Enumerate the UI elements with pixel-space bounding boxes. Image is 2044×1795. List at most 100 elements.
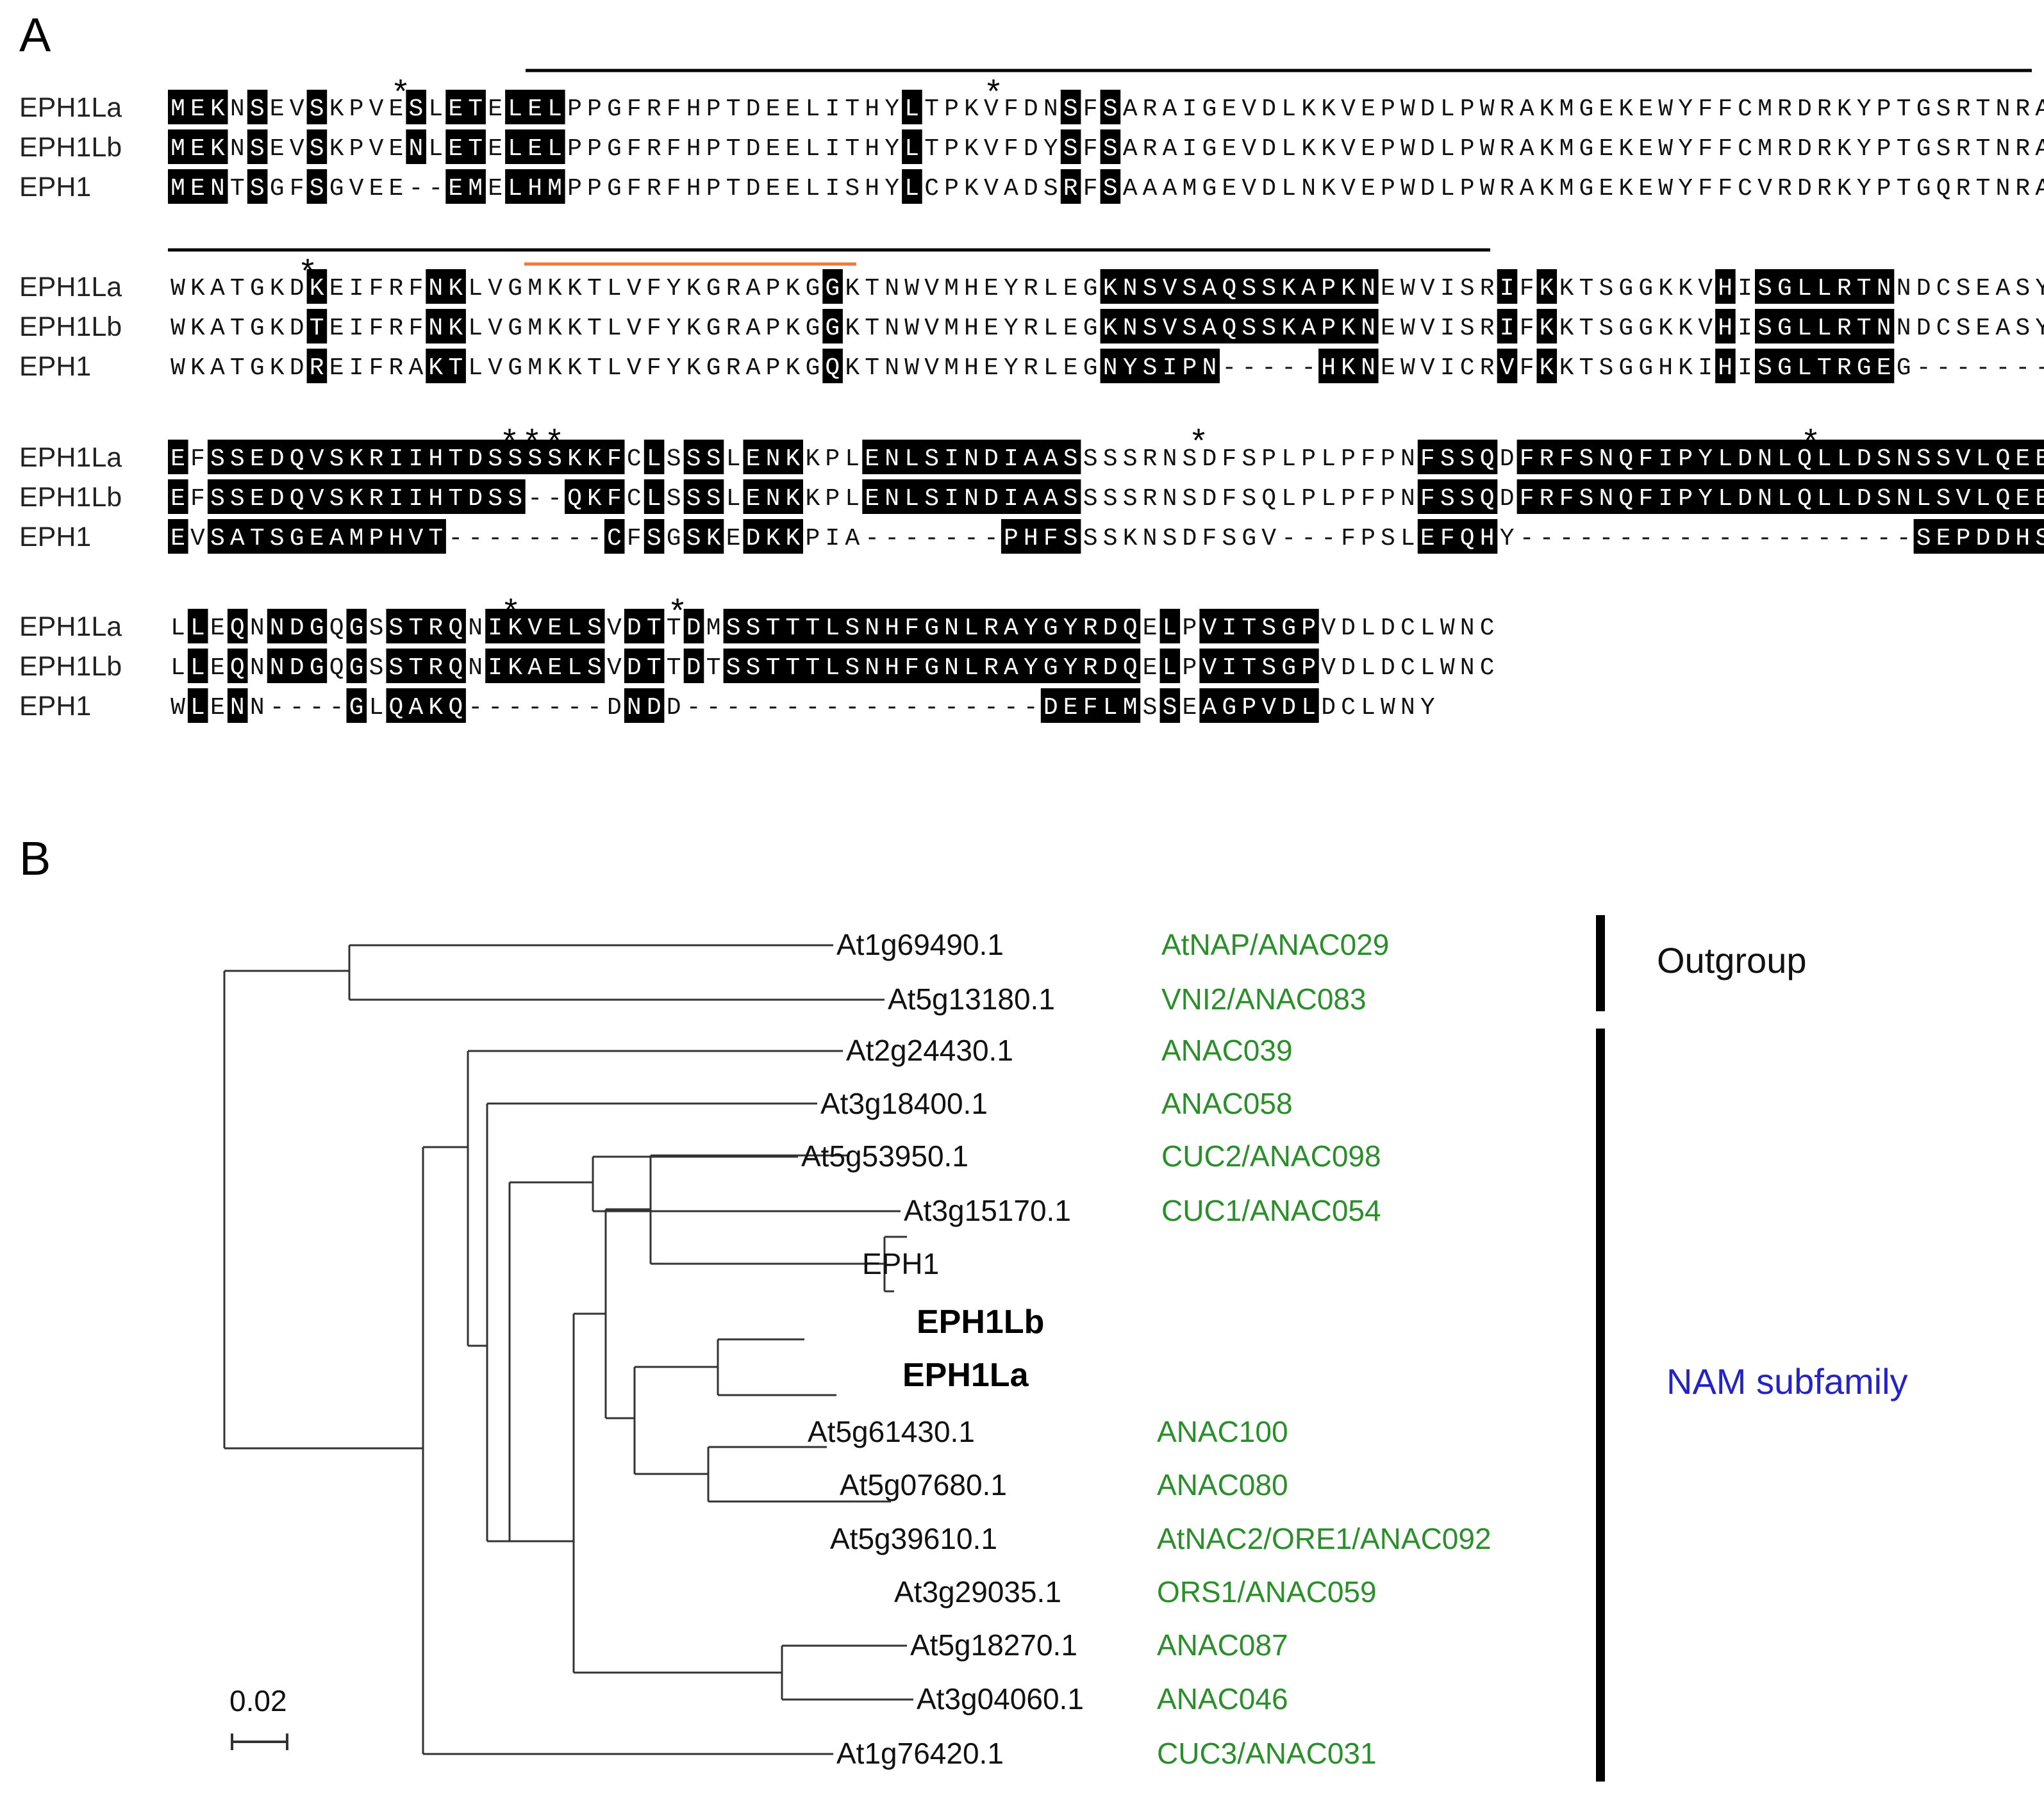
conserved-cell — [306, 479, 328, 514]
residue: Y — [1063, 615, 1078, 642]
residue: D — [270, 485, 285, 513]
residue: L — [190, 694, 205, 722]
residue: R — [1500, 175, 1515, 203]
residue: - — [567, 694, 582, 722]
residue: E — [329, 315, 344, 342]
residue: I — [1004, 485, 1018, 513]
residue: G — [1916, 175, 1931, 203]
residue: Y — [1004, 315, 1018, 342]
residue: D — [468, 485, 483, 513]
residue: E — [369, 175, 384, 203]
residue: Q — [448, 615, 463, 642]
residue: H — [964, 275, 979, 302]
residue: R — [1024, 275, 1038, 302]
residue: H — [2015, 525, 2030, 552]
conserved-cell — [306, 609, 328, 643]
residue: G — [508, 275, 522, 302]
residue: V — [369, 95, 384, 123]
residue: K — [1123, 525, 1138, 552]
residue: L — [1797, 354, 1812, 382]
residue: L — [726, 485, 741, 513]
residue: E — [785, 175, 800, 203]
residue: E — [1381, 275, 1395, 302]
residue: L — [1103, 694, 1118, 722]
residue: G — [329, 175, 344, 203]
residue: G — [607, 175, 622, 203]
residue: R — [726, 354, 741, 382]
residue: N — [865, 615, 879, 642]
residue: D — [290, 354, 304, 382]
residue: E — [984, 275, 999, 302]
residue: Y — [1698, 485, 1713, 513]
residue: K — [805, 445, 820, 473]
residue: K — [587, 485, 602, 513]
residue: N — [766, 445, 781, 473]
residue: K — [310, 275, 324, 302]
conserved-cell — [406, 440, 426, 474]
residue: K — [1559, 315, 1574, 342]
conserved-cell — [1358, 269, 1379, 304]
residue: S — [310, 135, 324, 163]
residue: D — [984, 445, 999, 473]
residue: D — [667, 694, 681, 722]
residue: L — [805, 135, 820, 163]
conserved-cell — [842, 649, 863, 683]
residue: P — [1361, 525, 1375, 552]
residue: T — [766, 654, 781, 682]
conserved-cell — [187, 649, 208, 683]
residue: M — [528, 354, 542, 382]
residue: T — [408, 615, 423, 642]
conserved-cell — [465, 479, 486, 514]
residue: - — [1281, 525, 1296, 552]
residue: K — [567, 275, 582, 302]
residue: T — [230, 275, 245, 302]
residue: L — [170, 654, 185, 682]
residue: P — [587, 175, 602, 203]
conserved-cell — [1874, 309, 1895, 343]
conserved-cell — [426, 609, 446, 643]
residue: F — [627, 135, 642, 163]
residue: A — [408, 694, 423, 722]
conserved-cell — [1536, 309, 1558, 343]
residue: Q — [329, 654, 344, 682]
residue: M — [170, 95, 185, 123]
residue: M — [944, 354, 959, 382]
residue: - — [885, 525, 899, 552]
conserved-cell — [465, 169, 486, 204]
conserved-cell — [1715, 440, 1736, 474]
conserved-cell — [565, 609, 585, 643]
residue: T — [845, 95, 860, 123]
residue: S — [1083, 525, 1098, 552]
conserved-cell — [584, 649, 605, 683]
residue: D — [627, 654, 642, 682]
residue: H — [428, 445, 443, 473]
residue: P — [1182, 654, 1197, 682]
tree-leaves: At1g69490.1 At5g13180.1 At2g24430.1 At3g… — [801, 928, 1084, 1770]
conserved-cell — [1219, 609, 1240, 643]
conserved-cell — [902, 609, 922, 643]
conserved-cell — [1159, 269, 1181, 304]
residue: G — [924, 654, 939, 682]
conserved-cell — [346, 688, 367, 723]
conserved-cell — [1338, 349, 1359, 383]
conserved-cell — [386, 519, 407, 554]
residue: - — [706, 694, 721, 722]
residue: F — [408, 275, 423, 302]
sequence-name: EPH1La — [19, 272, 122, 302]
residue: L — [904, 445, 919, 473]
residue: K — [448, 315, 463, 342]
residue: R — [1956, 175, 1971, 203]
residue: Y — [2035, 275, 2044, 302]
conserved-cell — [1318, 309, 1339, 343]
residue: S — [528, 445, 542, 473]
conserved-cell — [743, 519, 764, 554]
residue: M — [349, 525, 364, 552]
residue: S — [1043, 175, 1058, 203]
residue: S — [1163, 525, 1177, 552]
residue: E — [1638, 175, 1653, 203]
residue: L — [904, 135, 919, 163]
residue: V — [290, 95, 304, 123]
residue: M — [547, 175, 562, 203]
residue: K — [1103, 275, 1118, 302]
residue: G — [290, 525, 304, 552]
